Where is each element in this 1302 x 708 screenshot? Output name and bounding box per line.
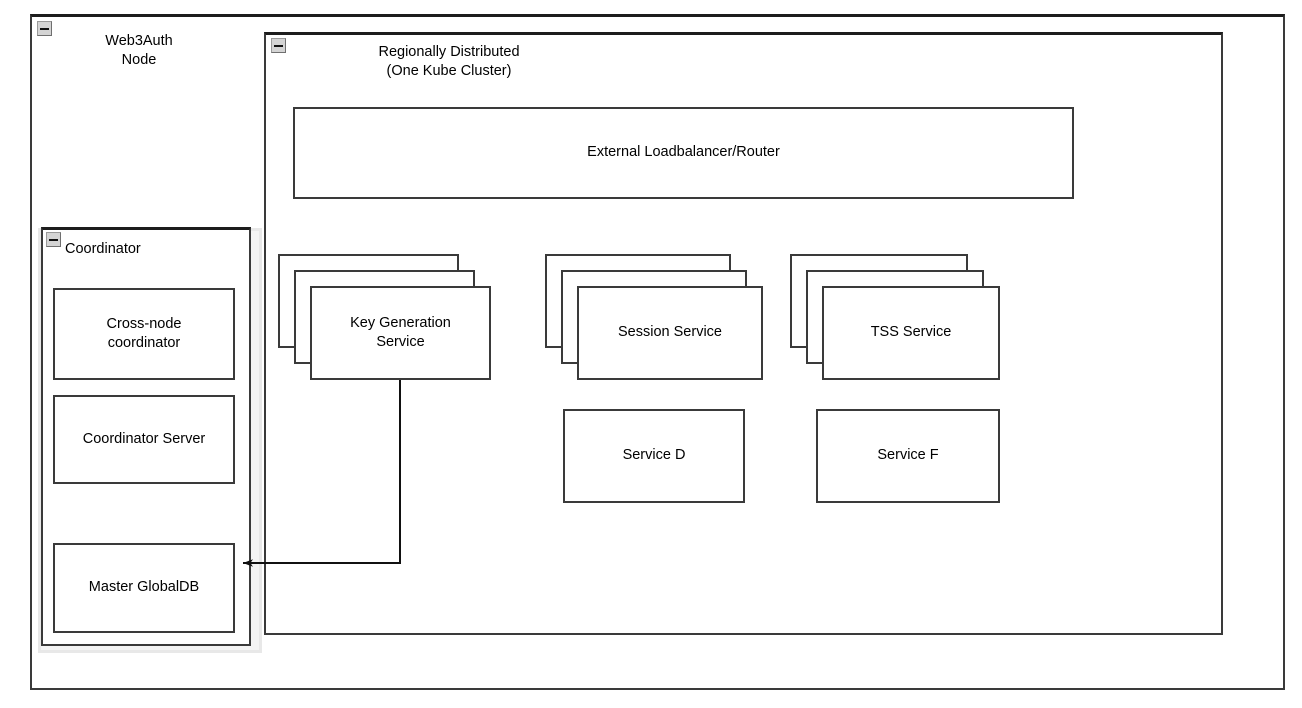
title-web3auth-node: Web3Auth Node — [105, 33, 173, 69]
stack-session-service[interactable]: Session Service — [545, 254, 763, 380]
minus-icon — [274, 44, 283, 47]
minus-icon — [40, 27, 49, 30]
stack-key-generation-service[interactable]: Key Generation Service — [278, 254, 491, 380]
box-cross-node-coordinator[interactable]: Cross-node coordinator — [53, 288, 235, 380]
collapse-toggle-coordinator[interactable] — [46, 232, 61, 247]
collapse-toggle-web3auth-node[interactable] — [37, 21, 52, 36]
title-coordinator: Coordinator — [65, 241, 141, 257]
collapse-toggle-regionally-distributed[interactable] — [271, 38, 286, 53]
box-service-d[interactable]: Service D — [563, 409, 745, 503]
box-service-f[interactable]: Service F — [816, 409, 1000, 503]
stack-front-key-generation-service[interactable]: Key Generation Service — [310, 286, 491, 380]
stack-tss-service[interactable]: TSS Service — [790, 254, 1000, 380]
box-master-globaldb[interactable]: Master GlobalDB — [53, 543, 235, 633]
stack-front-session-service[interactable]: Session Service — [577, 286, 763, 380]
title-regionally-distributed: Regionally Distributed (One Kube Cluster… — [378, 44, 520, 80]
box-coordinator-server[interactable]: Coordinator Server — [53, 395, 235, 484]
stack-front-tss-service[interactable]: TSS Service — [822, 286, 1000, 380]
box-external-loadbalancer-router[interactable]: External Loadbalancer/Router — [293, 107, 1074, 199]
minus-icon — [49, 238, 58, 241]
